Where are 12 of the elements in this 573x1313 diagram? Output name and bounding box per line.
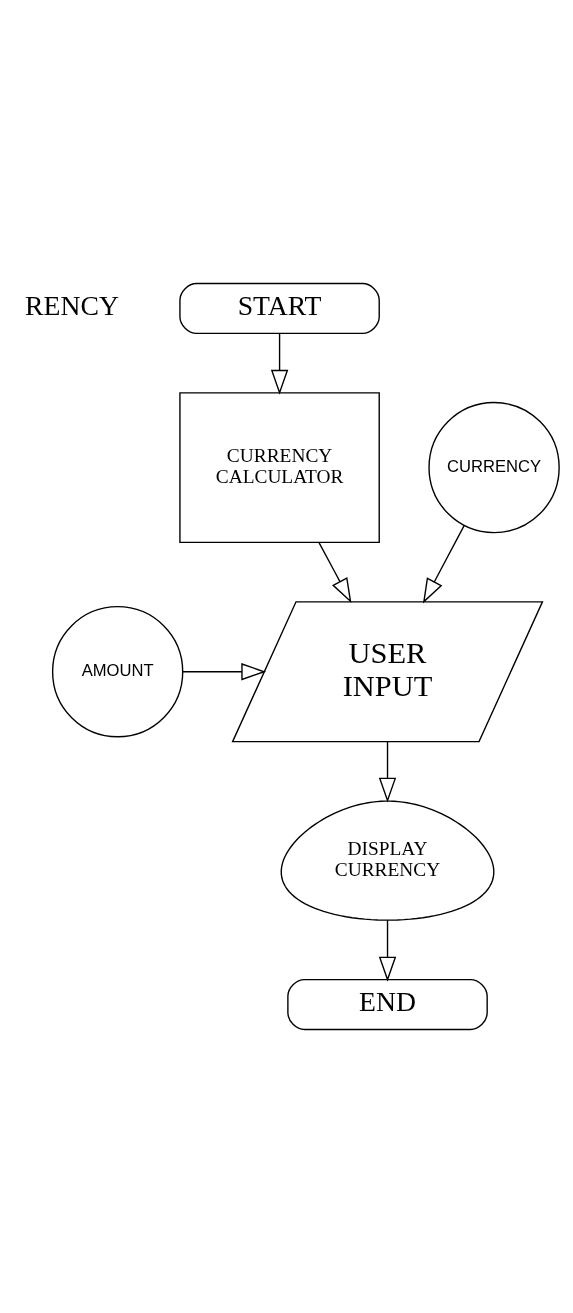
node-box: CURRENCY CALCULATOR (179, 392, 380, 544)
arrow (270, 332, 289, 395)
arrow (422, 524, 465, 604)
node-box: END (287, 978, 488, 1031)
arrow (318, 542, 352, 604)
node-circle: AMOUNT (51, 606, 184, 738)
label: RENCY (25, 290, 119, 322)
arrow (182, 663, 267, 681)
arrow (378, 919, 397, 982)
arrow (378, 741, 397, 803)
node-box: START (179, 282, 380, 335)
node-circle: CURRENCY (428, 401, 560, 534)
